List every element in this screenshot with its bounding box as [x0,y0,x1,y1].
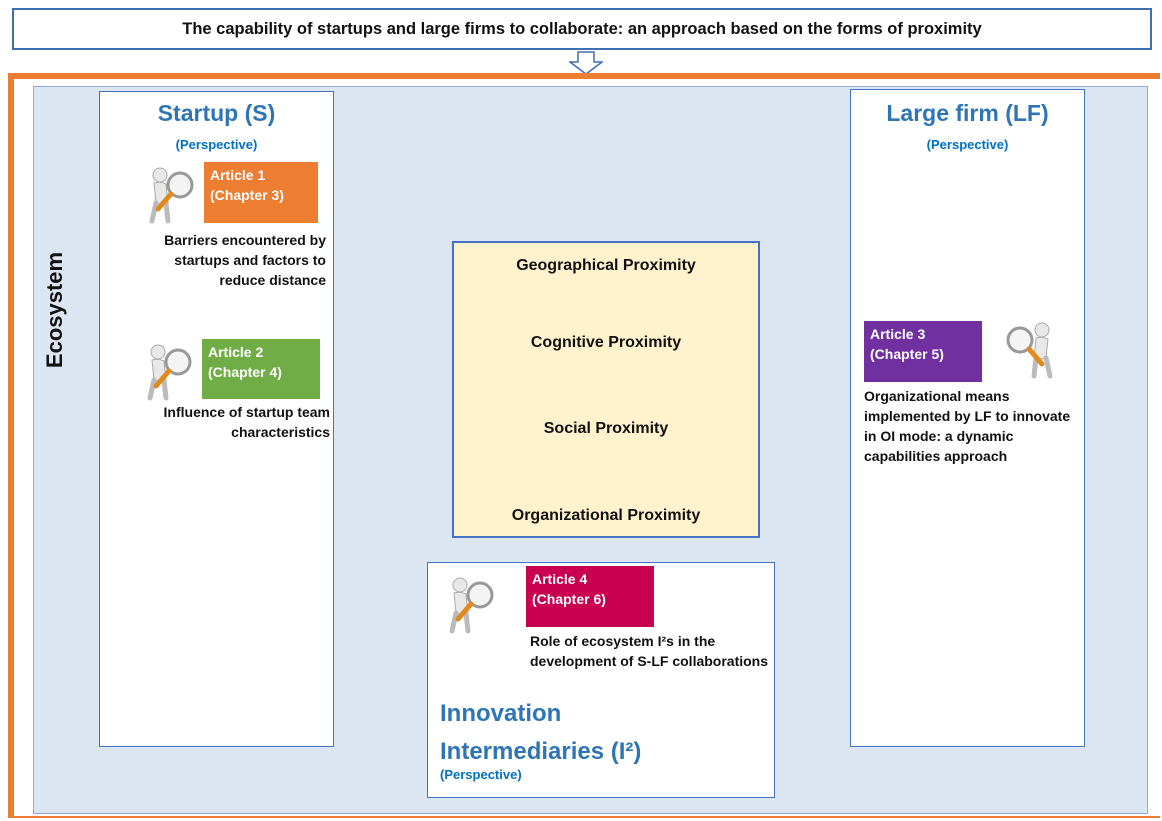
article-4-chapter: (Chapter 6) [532,591,606,607]
magnifier-person-icon [449,577,494,634]
article-3-label: Article 3 [870,326,926,342]
magnifier-person-icon [147,344,192,401]
article-3-description: Organizational means implemented by LF t… [864,388,1071,464]
intermediaries-subtitle: (Perspective) [440,767,522,782]
proximity-cognitive: Cognitive Proximity [530,334,682,351]
intermediaries-title: Innovation Intermediaries (I²) [440,695,740,771]
ecosystem-label: Ecosystem [40,160,70,460]
startup-subtitle: (Perspective) [175,137,258,152]
proximity-geographical: Geographical Proximity [516,257,696,274]
article-3-badge: Article 3 (Chapter 5) [864,321,982,382]
diagram-title: The capability of startups and large fir… [12,8,1152,50]
intermediaries-title-line2: Intermediaries (I²) [440,738,642,765]
ecosystem-label-text: Ecosystem [42,251,67,369]
proximity-organizational: Organizational Proximity [511,507,701,524]
article-4-label: Article 4 [532,571,588,587]
proximity-box: Geographical Proximity Cognitive Proximi… [452,241,760,538]
article-1-chapter: (Chapter 3) [210,187,284,203]
article-2-badge: Article 2 (Chapter 4) [202,339,320,399]
startup-title: Startup (S) [157,100,276,126]
article-1-description: Barriers encountered by startups and fac… [164,232,326,288]
article-2-label: Article 2 [208,344,264,360]
ecosystem-frame [8,73,1160,818]
article-1-badge: Article 1 (Chapter 3) [204,162,318,223]
magnifier-person-icon [149,167,194,224]
down-arrow-icon [569,51,603,75]
article-2-description: Influence of startup team characteristic… [163,404,330,440]
article-3-chapter: (Chapter 5) [870,346,944,362]
large-firm-subtitle: (Perspective) [926,137,1009,152]
article-4-badge: Article 4 (Chapter 6) [526,566,654,627]
magnifier-person-icon [1006,322,1053,379]
proximity-social: Social Proximity [543,420,669,437]
article-4-description: Role of ecosystem I²s in the development… [530,633,769,669]
ecosystem-frame-bottom [8,816,1160,818]
intermediaries-title-line1: Innovation [440,700,562,727]
article-1-label: Article 1 [210,167,266,183]
large-firm-title: Large firm (LF) [886,100,1049,126]
large-firm-panel [850,89,1085,747]
article-2-chapter: (Chapter 4) [208,364,282,380]
